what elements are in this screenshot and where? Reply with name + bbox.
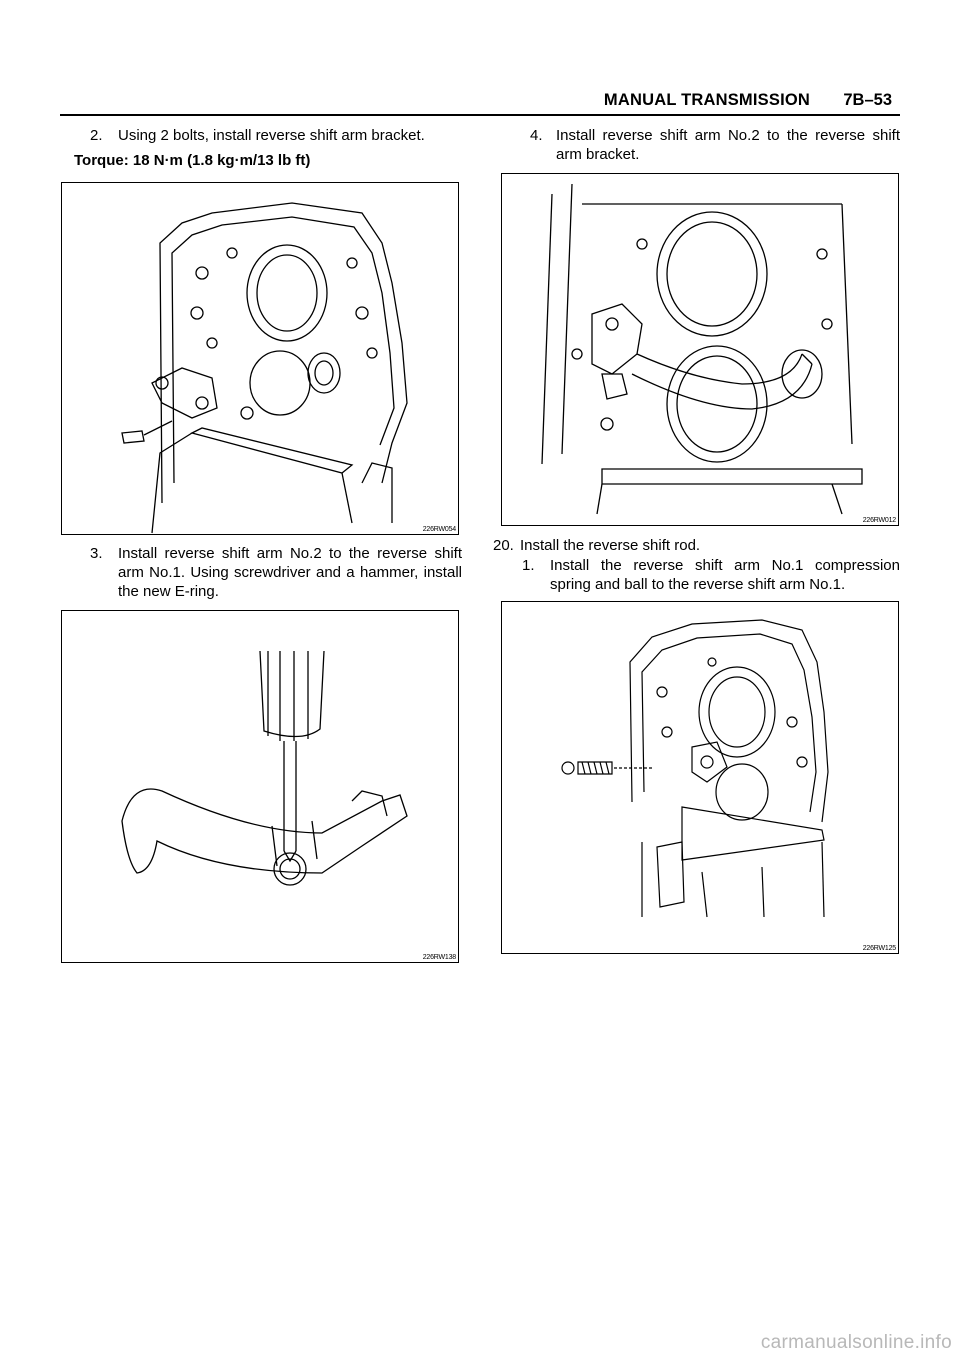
step-number: 3. (90, 545, 103, 562)
step-text: Install the reverse shift arm No.1 compr… (550, 557, 900, 593)
figure-label: 226RW012 (862, 517, 896, 524)
figure-label: 226RW125 (862, 945, 896, 952)
header-rule (60, 114, 900, 116)
torque-spec: Torque: 18 N·m (1.8 kg·m/13 lb ft) (74, 152, 311, 169)
step-text: Install the reverse shift rod. (520, 537, 701, 554)
page-header: MANUAL TRANSMISSION 7B–53 (60, 88, 900, 118)
section-title: MANUAL TRANSMISSION (603, 91, 810, 109)
step-text: Install reverse shift arm No.2 to the re… (118, 545, 462, 600)
screwdriver-e-ring-illustration (121, 650, 408, 886)
step-number: 2. (90, 127, 103, 144)
figure-label: 226RW054 (422, 526, 456, 533)
step-text: Install reverse shift arm No.2 to the re… (556, 127, 900, 163)
figure-label: 226RW138 (422, 954, 456, 961)
step-20-1: 1. Install the reverse shift arm No.1 co… (522, 556, 900, 596)
step-4: 4. Install reverse shift arm No.2 to the… (530, 126, 900, 166)
compression-spring-ball-illustration (561, 619, 829, 918)
page-number: 7B–53 (843, 91, 892, 109)
figure-226rw012: 226RW012 (501, 173, 899, 526)
transmission-case-bracket-illustration (121, 202, 408, 534)
figure-226rw125: 226RW125 (501, 601, 899, 954)
step-3: 3. Install reverse shift arm No.2 to the… (90, 544, 462, 604)
reverse-shift-arm-illustration (541, 183, 863, 515)
step-number: 20. (493, 537, 514, 554)
figure-226rw054: 226RW054 (61, 182, 459, 535)
step-number: 1. (522, 557, 535, 574)
step-2: 2. Using 2 bolts, install reverse shift … (90, 126, 470, 146)
step-20: 20. Install the reverse shift rod. (493, 536, 900, 556)
step-text: Using 2 bolts, install reverse shift arm… (118, 127, 425, 144)
figure-226rw138: 226RW138 (61, 610, 459, 963)
watermark: carmanualsonline.info (760, 1332, 952, 1353)
step-number: 4. (530, 127, 543, 144)
